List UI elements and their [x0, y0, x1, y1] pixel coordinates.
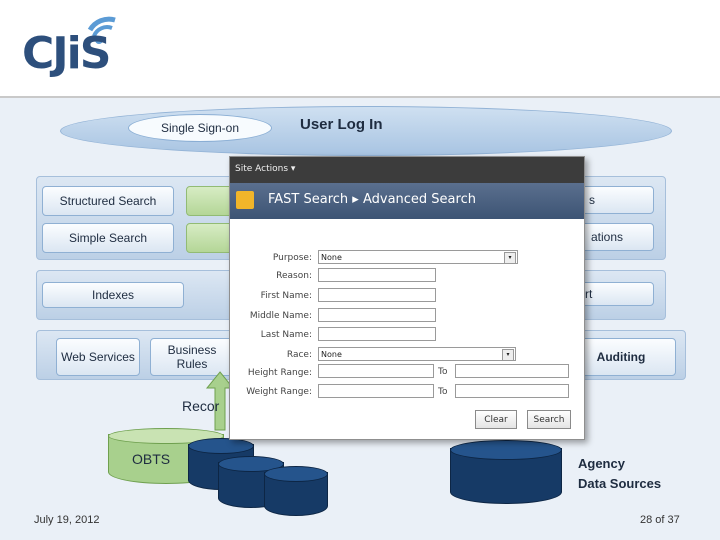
weight-to-label: To — [438, 387, 448, 397]
first-name-label: First Name: — [260, 291, 312, 301]
race-value: None — [321, 350, 342, 359]
cjis-logo: CJiS — [20, 10, 130, 90]
clear-button[interactable]: Clear — [475, 410, 517, 429]
agency-database-right — [450, 440, 562, 504]
first-name-input[interactable] — [318, 288, 436, 302]
page-number: 28 of 37 — [640, 514, 680, 526]
advanced-search-window: Site Actions ▾ FAST Search ▸ Advanced Se… — [229, 156, 585, 440]
race-label: Race: — [286, 350, 312, 360]
user-log-in-label: User Log In — [300, 116, 383, 133]
site-actions-menu[interactable]: Site Actions ▾ — [235, 164, 296, 174]
reason-input[interactable] — [318, 268, 436, 282]
chevron-down-icon: ▾ — [502, 349, 514, 361]
search-header: FAST Search ▸ Advanced Search — [230, 183, 584, 219]
breadcrumb: FAST Search ▸ Advanced Search — [268, 192, 476, 207]
records-label: Recor — [182, 398, 220, 414]
height-from-input[interactable] — [318, 364, 434, 378]
height-range-label: Height Range: — [247, 368, 312, 378]
agency-label-line1: Agency — [578, 456, 625, 471]
height-to-label: To — [438, 367, 448, 377]
middle-name-input[interactable] — [318, 308, 436, 322]
logo-text: CJiS — [22, 28, 111, 79]
search-button[interactable]: Search — [527, 410, 571, 429]
race-select[interactable]: None ▾ — [318, 347, 516, 361]
agency-label-line2: Data Sources — [578, 476, 662, 491]
purpose-value: None — [321, 253, 342, 262]
divider — [0, 96, 720, 98]
purpose-label: Purpose: — [272, 253, 312, 263]
height-to-input[interactable] — [455, 364, 569, 378]
last-name-input[interactable] — [318, 327, 436, 341]
purpose-select[interactable]: None ▾ — [318, 250, 518, 264]
footer-date: July 19, 2012 — [34, 514, 100, 526]
web-services-label: Web Services — [61, 350, 135, 364]
agency-database-stack — [188, 438, 328, 518]
agency-data-sources-label: Agency Data Sources — [578, 454, 661, 494]
obts-label: OBTS — [132, 451, 171, 467]
business-rules-label: Business Rules — [167, 343, 217, 371]
fast-search-icon — [236, 191, 254, 209]
chevron-down-icon: ▾ — [504, 252, 516, 264]
web-services-box: Web Services — [56, 338, 140, 376]
structured-search-box: Structured Search — [42, 186, 174, 216]
weight-range-label: Weight Range: — [246, 387, 312, 397]
single-sign-on-box: Single Sign-on — [128, 114, 272, 142]
weight-from-input[interactable] — [318, 384, 434, 398]
indexes-box: Indexes — [42, 282, 184, 308]
reason-label: Reason: — [276, 271, 312, 281]
weight-to-input[interactable] — [455, 384, 569, 398]
middle-name-label: Middle Name: — [249, 311, 312, 321]
site-actions-bar: Site Actions ▾ — [230, 157, 584, 183]
last-name-label: Last Name: — [260, 330, 312, 340]
simple-search-box: Simple Search — [42, 223, 174, 253]
business-rules-box: Business Rules — [150, 338, 234, 376]
